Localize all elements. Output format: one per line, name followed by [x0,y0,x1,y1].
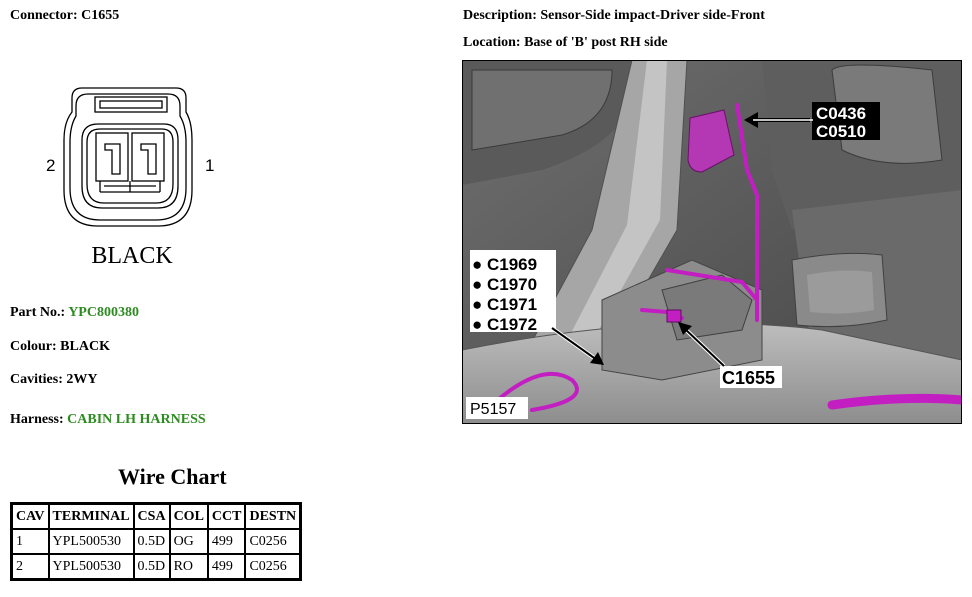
callout-c0510: C0510 [816,122,866,141]
connector-id: C1655 [81,8,120,23]
col-destn: DESTN [245,504,301,529]
connector-heading: Connector: C1655 [10,8,119,24]
cavity-2 [95,132,129,182]
colour-row: Colour: BLACK [10,339,110,354]
harness-wire-upper [735,103,759,322]
connector-face-diagram: 2 1 BLACK [46,87,214,269]
wire-chart-title: Wire Chart [118,464,227,489]
harness-link[interactable]: CABIN LH HARNESS [67,412,206,427]
harness-wire-floor [827,393,962,410]
terminal-1 [140,143,157,175]
col-col: COL [169,504,208,529]
part-number-row: Part No.: YPC800380 [10,305,139,320]
connector-body-inner [86,128,174,204]
cavities-value: 2WY [66,372,98,387]
description-row: Description: Sensor-Side impact-Driver s… [463,8,765,23]
harness-row: Harness: CABIN LH HARNESS [10,412,206,427]
wire-chart-table: CAV TERMINAL CSA COL CCT DESTN 1 YPL5005… [10,502,303,581]
location-photo: C0436 C0510 ● C1969 ● C1970 ● C1971 ● C1… [462,60,962,424]
part-number: YPC800380 [68,305,139,320]
connector-label: Connector: [10,8,78,23]
pin-1-label: 1 [205,156,214,175]
colour-value: BLACK [60,339,110,354]
harness-wire-bottom [490,371,579,412]
col-cct: CCT [207,504,246,529]
connector-outline [63,87,193,227]
latch-inner [99,100,163,109]
description-value: Sensor-Side impact-Driver side-Front [540,8,765,23]
diagram-colour-label: BLACK [91,243,173,269]
sensor-module [687,109,735,173]
latch-outer [94,96,168,113]
callout-c1972: ● C1972 [472,315,537,334]
pin-2-label: 2 [46,156,55,175]
col-terminal: TERMINAL [48,504,134,529]
table-row: 2 YPL500530 0.5D RO 499 C0256 [12,554,301,579]
terminal-2 [104,143,121,175]
table-row: 1 YPL500530 0.5D OG 499 C0256 [12,529,301,554]
harness-wire-mid [665,268,759,302]
callout-c1971: ● C1971 [472,295,537,314]
callout-c1655: C1655 [722,368,775,388]
col-csa: CSA [133,504,170,529]
figure-id: P5157 [470,401,516,418]
cavities-row: Cavities: 2WY [10,372,98,387]
location-value: Base of 'B' post RH side [524,35,668,50]
cavity-1 [131,132,165,182]
callout-c0436: C0436 [816,104,866,123]
connector-c1655-marker [666,309,682,323]
callout-c1969: ● C1969 [472,255,537,274]
connector-body [81,123,179,209]
table-header-row: CAV TERMINAL CSA COL CCT DESTN [12,504,301,529]
callout-c1970: ● C1970 [472,275,537,294]
connector-inner-outline [69,93,187,221]
col-cav: CAV [12,504,49,529]
location-row: Location: Base of 'B' post RH side [463,35,668,50]
